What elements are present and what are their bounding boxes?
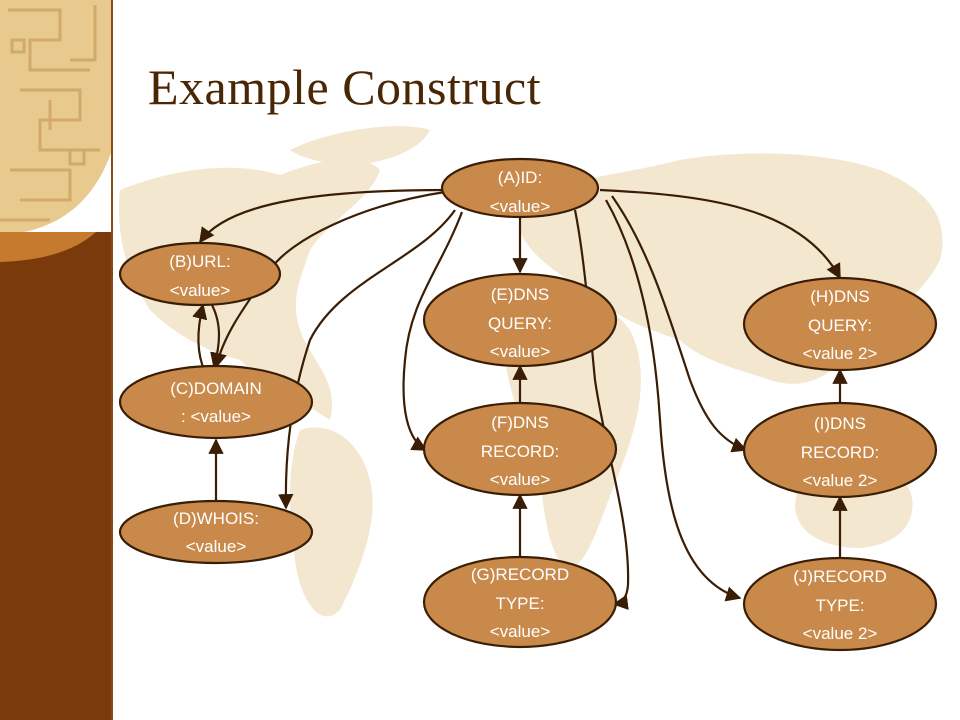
node-i-dns-record xyxy=(742,401,938,499)
edge-b-c xyxy=(210,304,226,369)
sidebar-dark-panel xyxy=(0,232,112,720)
edge-a-j xyxy=(605,199,742,602)
node-b-label: (B)URL:<value> xyxy=(169,252,230,300)
node-g-record-type xyxy=(422,555,618,649)
node-e-dns-query xyxy=(422,272,618,368)
node-b-url xyxy=(118,241,282,307)
slide-title: Example Construct xyxy=(148,59,542,115)
edge-a-h xyxy=(599,188,841,280)
node-h-dns-query xyxy=(742,276,938,372)
node-d-whois xyxy=(118,499,314,565)
node-d-label: (D)WHOIS:<value> xyxy=(173,509,259,556)
edge-a-i xyxy=(611,195,748,453)
edge-a-b xyxy=(199,188,446,244)
edge-a-f xyxy=(402,211,464,451)
node-a-label: (A)ID:<value> xyxy=(490,168,551,216)
node-c-domain xyxy=(118,364,314,440)
sidebar-divider xyxy=(111,0,113,720)
node-c-label: (C)DOMAIN: <value> xyxy=(170,379,262,426)
node-a-id xyxy=(440,157,600,219)
edge-a-d xyxy=(278,209,456,510)
node-f-dns-record xyxy=(422,401,618,497)
node-j-record-type xyxy=(742,556,938,652)
